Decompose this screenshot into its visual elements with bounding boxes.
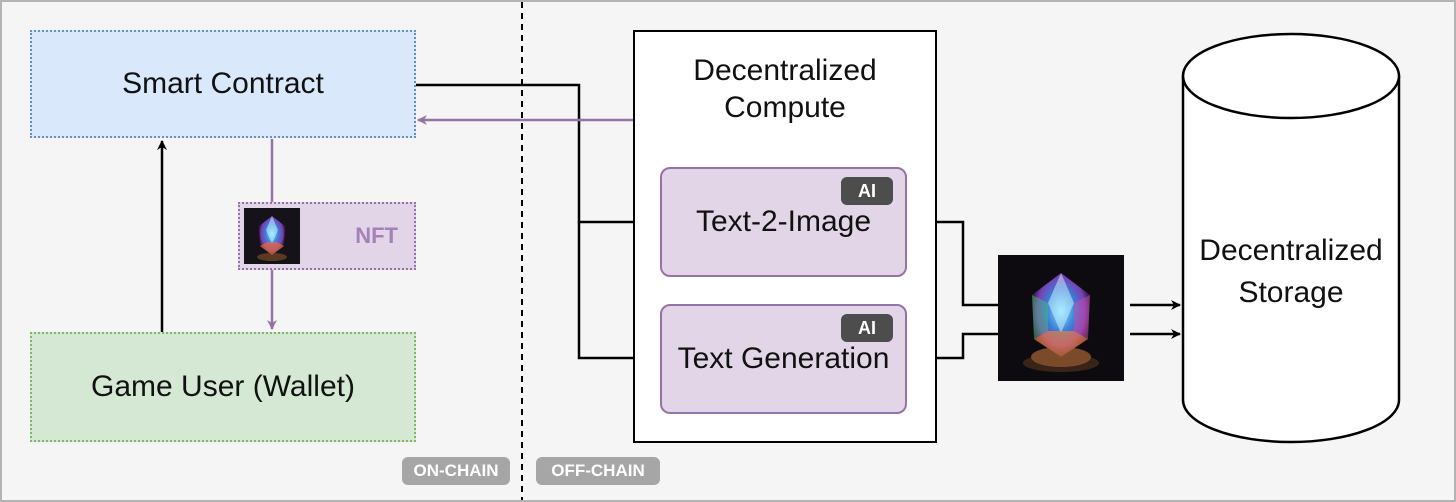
nft-node: NFT (238, 202, 416, 270)
text-generation-label: Text Generation (677, 342, 890, 375)
ai-badge: AI (841, 314, 893, 342)
smart-contract-node: Smart Contract (30, 30, 416, 138)
game-user-label: Game User (Wallet) (91, 370, 355, 403)
decentralized-storage-label: Decentralized Storage (1199, 234, 1383, 309)
text-generation-node: Text Generation AI (660, 304, 907, 414)
off-chain-zone-label: OFF-CHAIN (536, 457, 660, 485)
storage-cylinder-shape (1181, 32, 1401, 444)
crystal-gem-icon (244, 208, 300, 264)
edge-contract-to-text2image (416, 83, 659, 227)
game-user-node: Game User (Wallet) (30, 332, 416, 442)
on-chain-zone-label: ON-CHAIN (402, 457, 510, 485)
ai-badge: AI (841, 177, 893, 205)
crystal-gem-icon (998, 255, 1124, 381)
generated-image-node (998, 255, 1124, 381)
edge-contract-to-textgen (577, 222, 659, 363)
nft-label: NFT (355, 223, 398, 248)
text-2-image-node: Text-2-Image AI (660, 167, 907, 277)
smart-contract-label: Smart Contract (122, 67, 324, 100)
decentralized-compute-label: Decentralized Compute (693, 54, 877, 124)
text-2-image-label: Text-2-Image (695, 205, 872, 238)
